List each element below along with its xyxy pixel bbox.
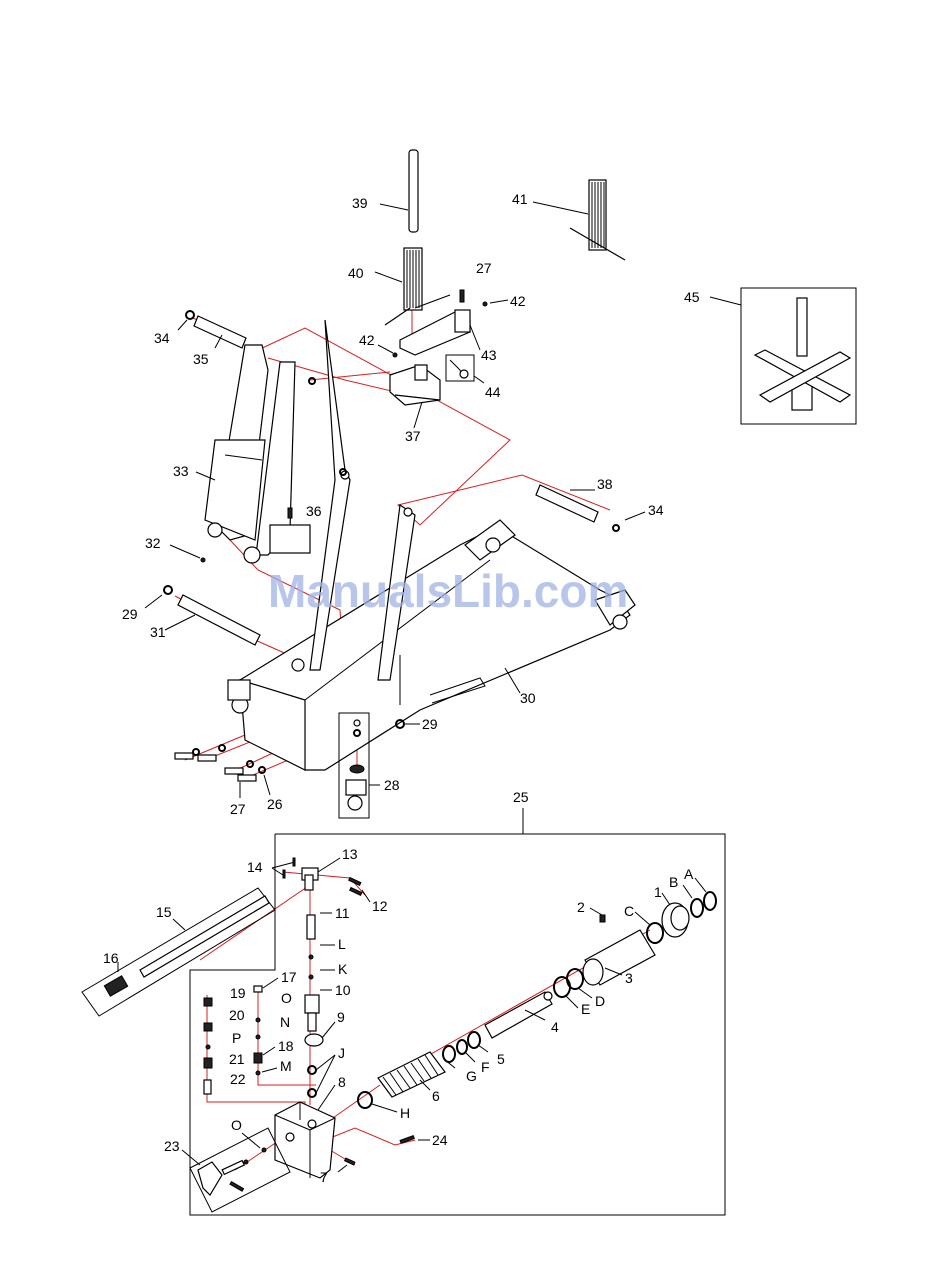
label-O-lower: O [231, 1117, 242, 1133]
part-27-bolt-top [460, 290, 464, 302]
part-45-base-tool-box [710, 288, 856, 424]
label-2: 2 [577, 899, 585, 915]
label-35: 35 [193, 351, 209, 367]
part-23-release-box [182, 1128, 290, 1212]
label-23: 23 [164, 1138, 180, 1154]
label-M: M [280, 1058, 292, 1074]
label-N: N [280, 1014, 290, 1030]
label-12: 12 [372, 898, 388, 914]
label-4: 4 [551, 1019, 559, 1035]
label-42-right: 42 [510, 293, 526, 309]
label-K: K [338, 961, 348, 977]
label-36: 36 [306, 503, 322, 519]
label-41: 41 [512, 191, 528, 207]
cylinder-parts [358, 878, 716, 1112]
label-3: 3 [625, 970, 633, 986]
label-18: 18 [278, 1038, 294, 1054]
label-29-right: 29 [422, 716, 438, 732]
label-27-top: 27 [476, 260, 492, 276]
label-45: 45 [684, 289, 700, 305]
part-25-pump-assembly-box [190, 808, 725, 1215]
label-7: 7 [320, 1169, 328, 1185]
label-38: 38 [597, 476, 613, 492]
label-30: 30 [520, 690, 536, 706]
label-42-left: 42 [359, 332, 375, 348]
label-O-upper: O [281, 990, 292, 1006]
label-40: 40 [348, 265, 364, 281]
label-25: 25 [513, 789, 529, 805]
label-29-left: 29 [122, 606, 138, 622]
label-16: 16 [103, 950, 119, 966]
watermark: ManualsLib.com [268, 565, 628, 617]
label-26: 26 [267, 796, 283, 812]
part-14-13-12-top-parts [272, 858, 370, 902]
label-34-left: 34 [154, 330, 170, 346]
label-5: 5 [497, 1051, 505, 1067]
label-11: 11 [335, 905, 350, 921]
label-9: 9 [337, 1009, 345, 1025]
label-33: 33 [173, 463, 189, 479]
label-10: 10 [335, 982, 351, 998]
label-C: C [624, 903, 634, 919]
label-22: 22 [230, 1071, 246, 1087]
part-39-pin [380, 150, 418, 232]
part-36-screw [288, 508, 292, 518]
label-17: 17 [281, 969, 297, 985]
label-F: F [481, 1059, 490, 1075]
part-32-screw [170, 545, 205, 562]
part-44-pin-box [446, 355, 484, 383]
part-41-handle-socket [533, 180, 625, 260]
label-19: 19 [230, 985, 246, 1001]
label-37: 37 [405, 428, 421, 444]
label-P: P [232, 1030, 241, 1046]
label-15: 15 [156, 904, 172, 920]
label-39: 39 [352, 195, 368, 211]
label-27-bottom: 27 [230, 801, 246, 817]
label-A: A [684, 866, 694, 882]
label-B: B [669, 874, 678, 890]
label-6: 6 [432, 1088, 440, 1104]
label-31: 31 [150, 624, 166, 640]
label-1: 1 [654, 884, 662, 900]
label-28: 28 [384, 777, 400, 793]
part-38-pin [536, 485, 645, 531]
label-D: D [595, 993, 605, 1009]
part-35-pin [178, 311, 246, 348]
label-20: 20 [229, 1007, 245, 1023]
label-G: G [466, 1068, 477, 1084]
label-8: 8 [338, 1074, 346, 1090]
label-21: 21 [229, 1051, 245, 1067]
part-37-yoke-lower [390, 365, 440, 428]
label-14: 14 [247, 859, 263, 875]
label-J: J [338, 1045, 345, 1061]
part-33-lift-arm [196, 345, 315, 563]
label-H: H [400, 1105, 410, 1121]
label-32: 32 [145, 535, 161, 551]
label-E: E [581, 1001, 590, 1017]
part-24-screw [400, 1136, 430, 1144]
label-44: 44 [485, 384, 501, 400]
label-34-right: 34 [648, 502, 664, 518]
label-13: 13 [342, 846, 358, 862]
label-L: L [338, 936, 346, 952]
label-43: 43 [481, 347, 497, 363]
label-24: 24 [432, 1132, 448, 1148]
